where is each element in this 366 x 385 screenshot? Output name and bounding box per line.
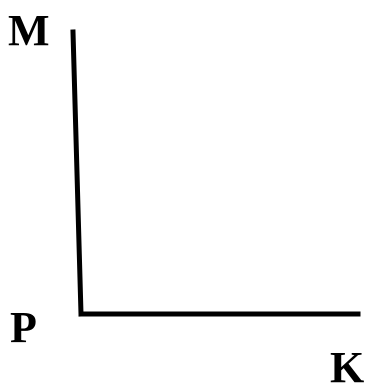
label-corner: P	[10, 303, 37, 352]
label-end: K	[330, 343, 364, 385]
label-top: M	[8, 6, 50, 55]
segment-mp	[70, 29, 84, 317]
